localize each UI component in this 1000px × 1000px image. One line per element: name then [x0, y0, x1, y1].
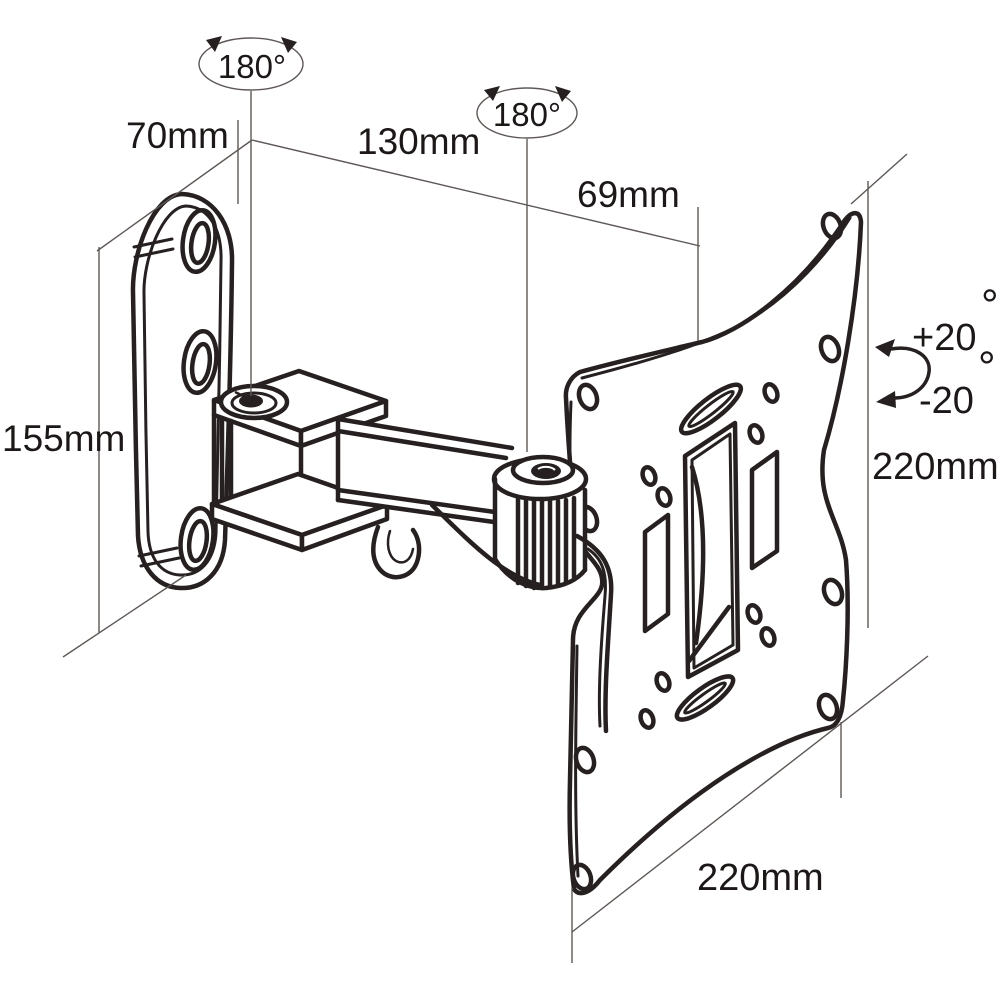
- rotation-arrow-icon: [555, 86, 571, 102]
- wall-pivot-screw: [218, 383, 290, 421]
- swivel-symbol-wall: [198, 36, 304, 91]
- label-plate-height: 220mm: [872, 446, 999, 488]
- vesa-holes-small: [638, 382, 780, 730]
- label-tilt-up-degree: °: [981, 281, 999, 330]
- label-tilt-up: +20: [912, 317, 976, 359]
- label-wall-plate-height: 155mm: [2, 418, 125, 459]
- dim-70mm-line: [96, 139, 253, 252]
- vesa-plate-outline: [563, 210, 864, 896]
- arm-pivot-screw: [510, 454, 576, 486]
- hinge-bracket: [209, 368, 390, 553]
- extension-arm: [335, 416, 515, 580]
- swivel-symbol-arm: [476, 86, 578, 139]
- dimension-lines: [62, 91, 929, 963]
- tilt-arrow-icon: [875, 339, 931, 408]
- arm-pivot-cylinder: [429, 454, 614, 734]
- neck-to-plate: [574, 533, 614, 734]
- label-arm-extension: 130mm: [357, 121, 480, 162]
- wall-plate-outline: [130, 191, 235, 591]
- label-swivel-wall: 180°: [218, 48, 286, 85]
- label-swivel-arm: 180°: [493, 96, 561, 133]
- label-plate-width: 220mm: [697, 857, 824, 899]
- rotation-symbols: [198, 36, 931, 408]
- wall-plate-inner-contour: [142, 204, 223, 577]
- wall-plate-screw-holes: [178, 207, 219, 573]
- rotation-arrow-icon: [281, 37, 297, 53]
- vesa-rect-slots: [642, 449, 780, 634]
- plate-top-corner-edge: [850, 153, 908, 205]
- arm-funnel-through-slot: [689, 464, 706, 646]
- label-wall-plate-depth: 70mm: [126, 115, 229, 156]
- dim-220mm-width-line: [571, 655, 929, 933]
- wall-plate: [130, 191, 235, 591]
- vesa-plate: [563, 210, 864, 896]
- dim-130-69-line: [251, 139, 701, 247]
- label-tilt-down-degree: °: [978, 343, 996, 392]
- rotation-arrow-icon: [206, 36, 222, 52]
- wall-floor-edge: [62, 574, 187, 658]
- knurl-hatch-lines: [515, 494, 577, 591]
- labels: 70mm 130mm 69mm 155mm 180° 180° +20 ° -2…: [2, 48, 999, 899]
- label-joint-to-plate: 69mm: [577, 174, 680, 215]
- vesa-oval-slots: [674, 382, 744, 722]
- rotation-arrow-icon: [484, 86, 500, 101]
- wall-plate-thickness-ticks: [132, 237, 181, 568]
- label-tilt-down: -20: [919, 380, 974, 422]
- cable-clip: [371, 524, 422, 580]
- vesa-plate-edge-top: [580, 216, 852, 380]
- vesa-central-slot: [682, 420, 741, 680]
